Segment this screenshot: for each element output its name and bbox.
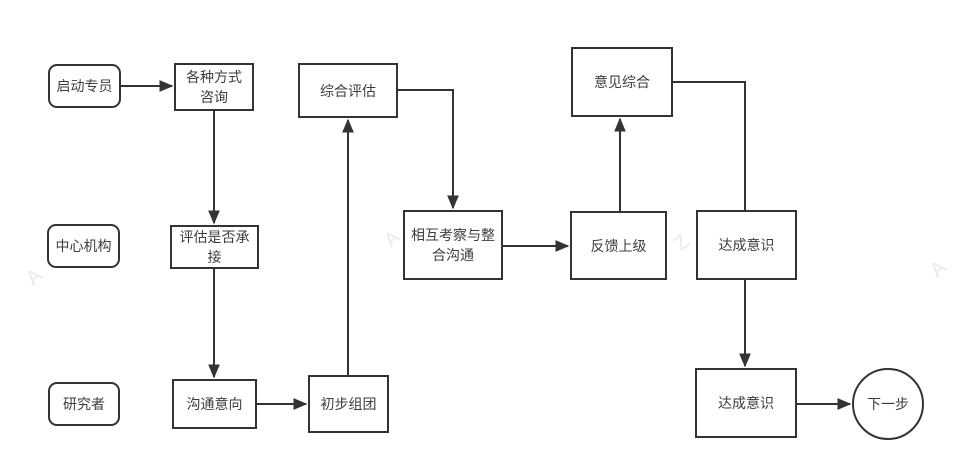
node-group: 初步组团 (308, 375, 389, 433)
node-label: 初步组团 (320, 396, 377, 412)
node-opinion: 意见综合 (571, 47, 673, 117)
watermark-mark: A (380, 226, 405, 252)
node-feedback: 反馈上级 (570, 211, 667, 280)
node-label: 各种方式咨询 (186, 69, 242, 105)
node-label: 意见综合 (594, 74, 650, 90)
edge-opinion-to-consensus-mid (673, 81, 746, 210)
watermark-mark: A (926, 256, 951, 282)
lane-label-text: 研究者 (63, 396, 105, 412)
lane-label-initiator: 启动专员 (48, 64, 121, 108)
node-label: 沟通意向 (186, 396, 243, 412)
node-consult: 各种方式咨询 (174, 63, 254, 111)
node-label: 反馈上级 (590, 237, 647, 254)
lane-label-researcher: 研究者 (48, 382, 120, 426)
node-evaluate: 综合评估 (298, 63, 398, 118)
node-consensus-bottom: 达成意识 (695, 368, 797, 438)
node-label: 达成意识 (718, 395, 774, 411)
node-inspect: 相互考察与整合沟通 (403, 210, 503, 280)
node-consensus-mid: 达成意识 (696, 210, 797, 280)
node-intent: 沟通意向 (172, 379, 257, 429)
node-label: 综合评估 (320, 82, 376, 99)
lane-label-center-org: 中心机构 (47, 224, 120, 268)
node-label: 下一步 (867, 396, 909, 412)
watermark-mark: A (22, 264, 47, 290)
node-label: 评估是否承接 (179, 229, 250, 265)
node-next-step: 下一步 (852, 368, 924, 440)
lane-label-text: 启动专员 (56, 78, 113, 94)
lane-label-text: 中心机构 (55, 238, 112, 254)
node-label: 相互考察与整合沟通 (411, 227, 495, 263)
node-label: 达成意识 (718, 237, 775, 253)
edge-evaluate-to-inspect (398, 89, 459, 210)
watermark-mark: Z (669, 230, 694, 256)
node-assess: 评估是否承接 (170, 225, 259, 269)
